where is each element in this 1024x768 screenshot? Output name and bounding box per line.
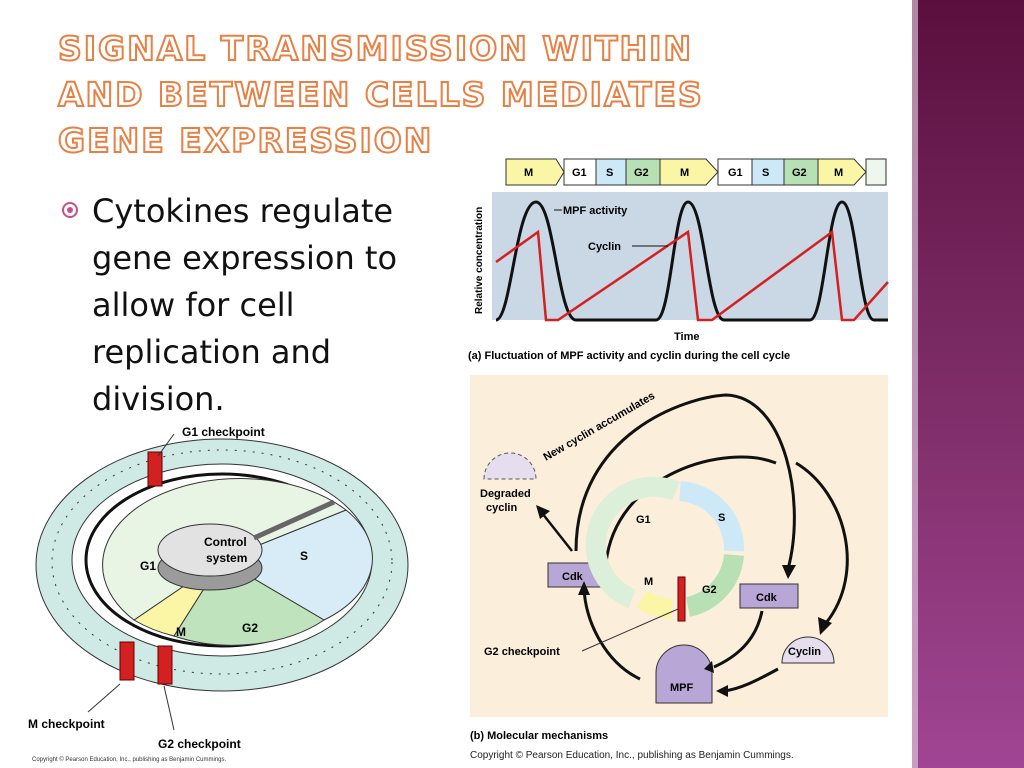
phase-label-s-1: S <box>606 167 613 179</box>
phase-g2-1 <box>625 158 661 186</box>
mpf-label: MPF <box>670 682 694 694</box>
arrow-head-icon <box>782 565 796 579</box>
figure-b-copyright: Copyright © Pearson Education, Inc., pub… <box>470 750 794 761</box>
phase-s-1 <box>595 158 627 186</box>
degraded-cyclin-shape <box>483 452 537 480</box>
cyclin-curve <box>495 229 889 322</box>
phase-label-g2-1: G2 <box>634 167 649 179</box>
cyclin-b-label: Cyclin <box>788 646 821 658</box>
phase-label-g1-1: G1 <box>572 167 587 179</box>
g2-checkpoint-c-pointer <box>163 685 175 731</box>
g1-c-label: G1 <box>140 559 156 573</box>
phase-label-m-1: M <box>524 167 533 179</box>
arrow-head-icon <box>818 617 832 635</box>
g1-b-label: G1 <box>636 514 651 526</box>
control-disc <box>157 523 263 577</box>
cdk-right-box <box>739 583 799 609</box>
phase-label-s-2: S <box>762 167 769 179</box>
arrow-head-icon <box>536 505 550 519</box>
circle-bullet-icon <box>62 202 78 218</box>
phase-next <box>865 158 887 186</box>
mpf-to-cdk-arrow <box>582 588 641 681</box>
g2-checkpoint-bar <box>677 576 686 622</box>
phase-s-2 <box>751 158 785 186</box>
dial-ticks <box>51 449 393 675</box>
phase-bar: M G1 S G2 M G1 S G2 M <box>505 158 887 186</box>
cyclin-shape <box>781 636 835 664</box>
arrow-head-icon <box>704 661 714 673</box>
g2-checkpoint-pointer <box>581 608 679 652</box>
new-cyclin-arc <box>574 393 796 570</box>
decorative-sidebar <box>912 0 1024 768</box>
g2-checkpoint-c-label: G2 checkpoint <box>158 737 241 751</box>
inner-cell-cycle: G1 S G2 M <box>585 476 745 622</box>
degrade-arrow <box>541 512 573 552</box>
phase-label-m-3: M <box>834 167 843 179</box>
g2-b-label: G2 <box>702 584 717 596</box>
phase-m-1 <box>505 158 565 186</box>
cdk-right-label: Cdk <box>756 592 778 604</box>
cyclin-to-mpf-arrow <box>723 667 779 693</box>
phase-m-2 <box>659 158 719 186</box>
arrow-head-icon <box>716 685 728 697</box>
degraded-cyclin-label-1: Degraded <box>480 488 531 500</box>
phase-g2-2 <box>783 158 819 186</box>
bullet-text: Cytokines regulate gene expression to al… <box>92 192 398 418</box>
control-system-figure: Control system S G1 G2 M G1 checkpoint M… <box>28 425 409 751</box>
m-arc <box>636 590 673 619</box>
mpf-shape <box>655 644 713 704</box>
phase-label-g1-2: G1 <box>728 167 743 179</box>
mpf-activity-curve <box>495 200 888 322</box>
g1-checkpoint-label: G1 checkpoint <box>182 425 265 439</box>
g1-arc <box>585 476 680 609</box>
m-checkpoint-label: M checkpoint <box>28 717 105 731</box>
g2-c-label: G2 <box>242 621 258 635</box>
figure-c-copyright: Copyright © Pearson Education, Inc., pub… <box>32 757 227 763</box>
phase-label-g2-2: G2 <box>792 167 807 179</box>
mpf-cyclin-graph: M G1 S G2 M G1 S G2 M MPF activity Cycli… <box>468 158 889 362</box>
m-c-label: M <box>176 625 186 639</box>
cdk-left-label: Cdk <box>562 571 584 583</box>
g2-checkpoint-b-label: G2 checkpoint <box>484 646 560 658</box>
arrow-head-icon <box>578 581 590 595</box>
slide-title: Signal Transmission Within and Between C… <box>57 28 704 161</box>
s-b-label: S <box>718 512 725 524</box>
phase-g1-2 <box>717 158 753 186</box>
cdk-to-mpf-arrow <box>713 610 764 669</box>
g1-checkpoint-gate <box>147 451 163 487</box>
g2-arc <box>685 553 744 617</box>
figure-a-caption: (a) Fluctuation of MPF activity and cycl… <box>468 350 790 362</box>
inner-arc <box>604 455 777 564</box>
x-axis-label: Time <box>674 331 699 343</box>
y-axis-label: Relative concentration <box>474 207 485 314</box>
m-checkpoint-gate <box>119 641 135 681</box>
control-arm <box>252 499 336 541</box>
m-checkpoint-pointer <box>87 683 121 713</box>
degraded-cyclin-label-2: cyclin <box>486 502 517 514</box>
figure-b-caption: (b) Molecular mechanisms <box>470 730 608 742</box>
s-arc <box>678 481 745 552</box>
s-c-label: S <box>300 549 308 563</box>
g2-checkpoint-gate <box>157 645 173 685</box>
g1-checkpoint-pointer <box>157 433 175 457</box>
phase-m-3 <box>817 158 867 186</box>
control-system-label-1: Control <box>204 535 247 549</box>
molecular-mechanisms-figure: New cyclin accumulates Degraded cyclin C… <box>470 375 888 742</box>
control-system-label-2: system <box>206 551 247 565</box>
phase-label-m-2: M <box>680 167 689 179</box>
mpf-activity-label: MPF activity <box>563 205 628 217</box>
phase-g1-1 <box>563 158 597 186</box>
s-sector <box>220 509 373 621</box>
bullet-item: Cytokines regulate gene expression to al… <box>62 188 434 423</box>
outer-right-arc <box>795 461 849 624</box>
cyclin-label: Cyclin <box>588 241 621 253</box>
m-b-label: M <box>644 576 653 588</box>
